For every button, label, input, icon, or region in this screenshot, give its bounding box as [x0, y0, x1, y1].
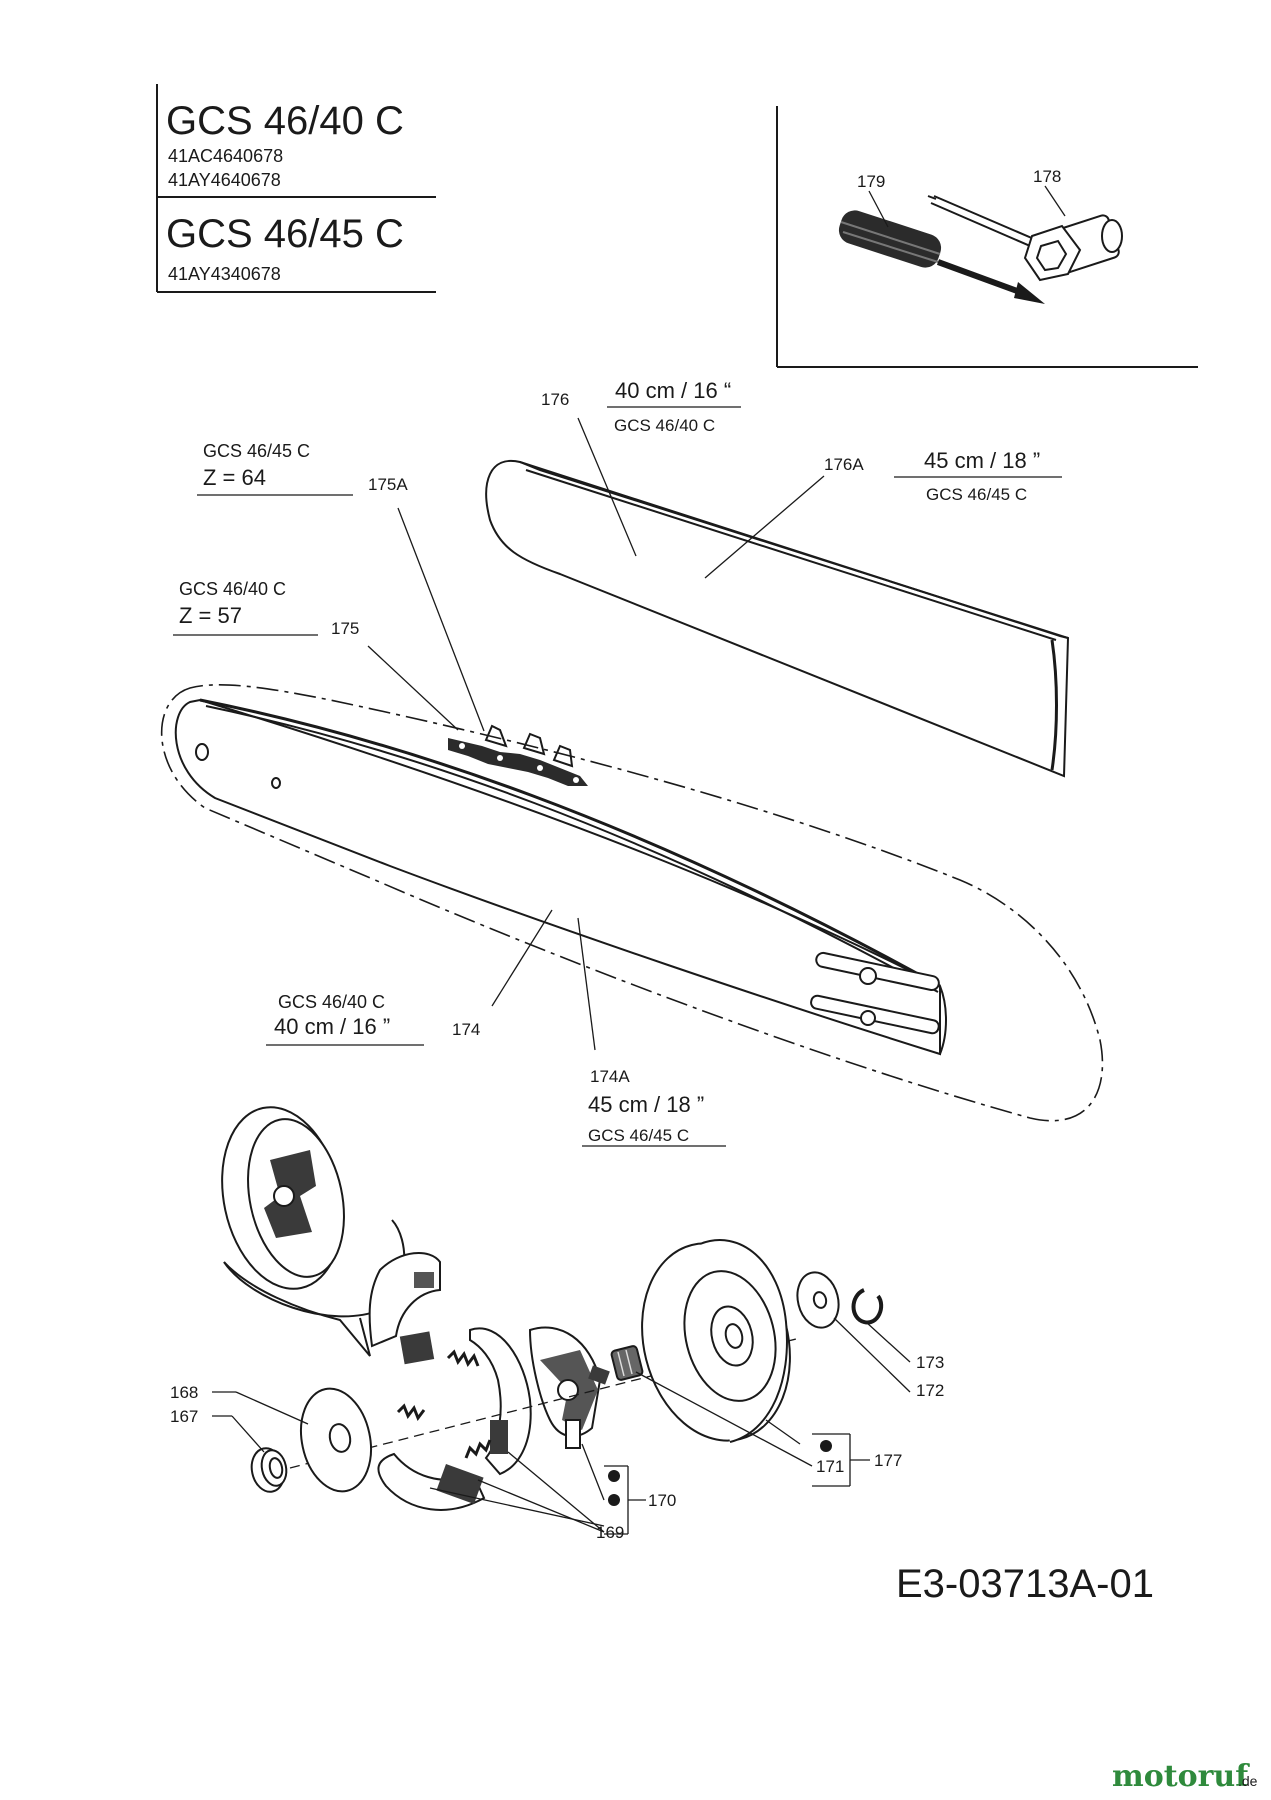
guide-bar-174 — [160, 684, 1104, 1122]
chain-175A-model: GCS 46/45 C — [203, 441, 310, 461]
clutch-shoe-3-icon — [469, 1327, 532, 1476]
spark-plug-wrench-icon — [927, 195, 1123, 282]
label-176A-size: 45 cm / 18 ” — [924, 448, 1040, 473]
label-176-model: GCS 46/40 C — [614, 416, 715, 435]
drawing-id: E3-03713A-01 — [896, 1562, 1154, 1606]
label-170: 170 — [648, 1491, 676, 1510]
label-174-size: 40 cm / 16 ” — [274, 1014, 390, 1039]
model-2-title: GCS 46/45 C — [166, 212, 404, 256]
label-178: 178 — [1033, 167, 1061, 186]
model-2-code-1: 41AY4340678 — [168, 264, 281, 284]
label-176A: 176A — [824, 455, 864, 474]
chain-175-links: Z = 57 — [179, 603, 242, 628]
label-174: 174 — [452, 1020, 480, 1039]
clutch-springs-icon — [396, 1349, 492, 1459]
label-174A-size: 45 cm / 18 ” — [588, 1092, 704, 1117]
bracket-177 — [812, 1433, 870, 1487]
chain-segment-icon — [448, 724, 588, 786]
clutch-washer-168-icon — [300, 1387, 372, 1493]
label-179: 179 — [857, 172, 885, 191]
label-167: 167 — [170, 1407, 198, 1426]
label-173: 173 — [916, 1353, 944, 1372]
clutch-hub-icon — [528, 1326, 610, 1449]
watermark-main: motoruf — [1112, 1759, 1250, 1794]
tools-box: 179 178 — [776, 106, 1198, 368]
screwdriver-icon — [838, 210, 1045, 304]
model-1-code-1: 41AC4640678 — [168, 146, 283, 166]
label-174A-model: GCS 46/45 C — [588, 1126, 689, 1145]
bushing-167-icon — [250, 1447, 288, 1493]
model-1-code-2: 41AY4640678 — [168, 170, 281, 190]
motoruf-logo: motoruf .de — [1112, 1759, 1258, 1794]
washer-172-icon — [796, 1271, 840, 1329]
guide-bar-176 — [485, 459, 1070, 778]
label-176-size: 40 cm / 16 “ — [615, 378, 731, 403]
clutch-shoe-2-icon — [377, 1452, 486, 1511]
circlip-173-icon — [851, 1288, 884, 1325]
needle-bearing-171-icon — [610, 1345, 644, 1381]
label-176: 176 — [541, 390, 569, 409]
label-174A: 174A — [590, 1067, 630, 1086]
model-1-title: GCS 46/40 C — [166, 99, 404, 143]
label-176A-model: GCS 46/45 C — [926, 485, 1027, 504]
clutch-drum-177-icon — [641, 1239, 791, 1443]
watermark-suffix: .de — [1238, 1773, 1258, 1789]
label-169: 169 — [596, 1523, 624, 1542]
label-177: 177 — [874, 1451, 902, 1470]
bracket-170 — [604, 1465, 646, 1535]
chain-labels: GCS 46/45 C Z = 64 175A GCS 46/40 C Z = … — [173, 441, 408, 638]
label-174-model: GCS 46/40 C — [278, 992, 385, 1012]
label-168: 168 — [170, 1383, 198, 1402]
clutch-shoe-1-icon — [368, 1251, 441, 1365]
label-172: 172 — [916, 1381, 944, 1400]
chain-175A-links: Z = 64 — [203, 465, 266, 490]
chain-175A-label: 175A — [368, 475, 408, 494]
clutch-detail-inset — [221, 1106, 406, 1357]
chain-175-label: 175 — [331, 619, 359, 638]
model-title-block: GCS 46/40 C 41AC4640678 41AY4640678 GCS … — [156, 84, 436, 293]
label-171: 171 — [816, 1457, 844, 1476]
chain-175-model: GCS 46/40 C — [179, 579, 286, 599]
